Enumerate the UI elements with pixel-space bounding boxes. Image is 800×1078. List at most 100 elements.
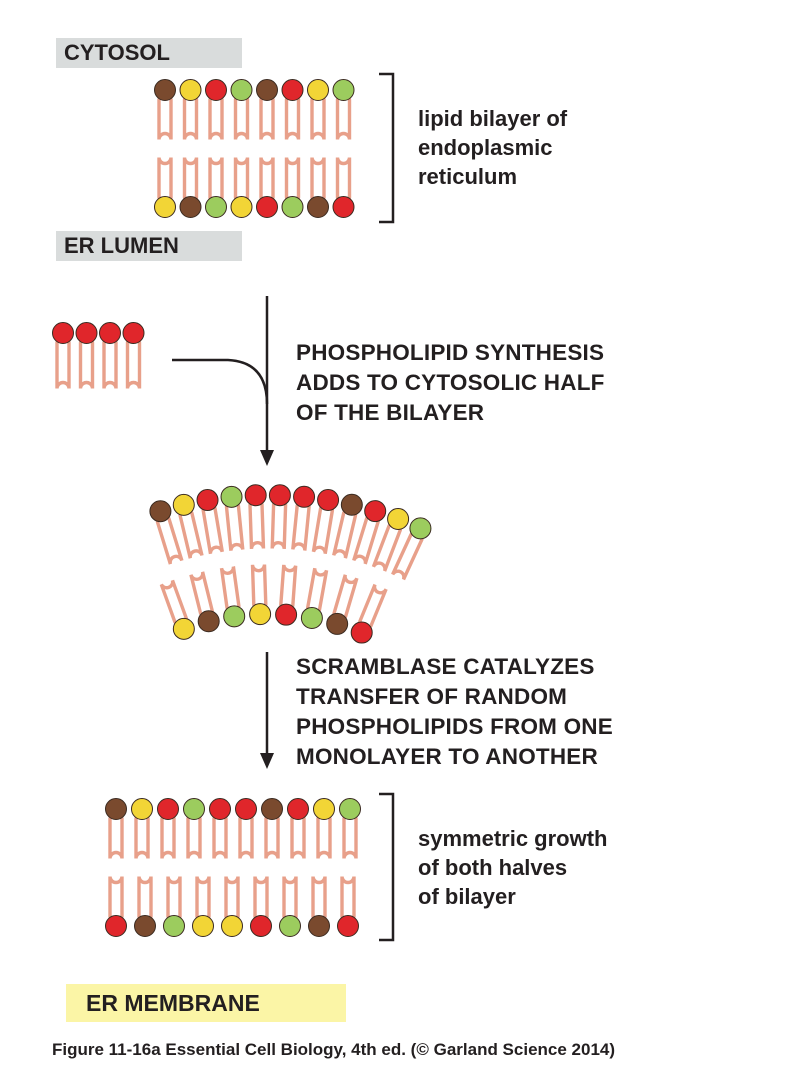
lipid-tail [224,504,245,551]
lipid-tail [157,157,173,200]
lipid-tail [224,876,240,919]
lipid-tail [284,97,301,140]
lipid-tail [310,157,326,200]
lipid-head [308,915,330,937]
lipid-head [134,915,156,937]
lipid-tail [55,340,71,389]
lipid-heads-layer [52,79,432,937]
bottom-bilayer-description: symmetric growth of both halves of bilay… [418,824,608,911]
lipid-tail [182,97,199,140]
lipid-tail [186,816,202,859]
lipid-head [52,322,74,344]
lipid-head [268,484,291,507]
bracket [379,72,395,224]
lipid-head [209,798,231,820]
lipid-tail [125,340,142,389]
lipid-tail [78,340,95,389]
lipid-head [313,798,335,820]
lipid-head [179,196,202,218]
lipid-tail [310,97,326,140]
lipid-tail [248,502,266,550]
lipid-head [196,489,219,512]
lipid-tail [250,564,268,607]
lipid-head [281,196,304,218]
lipid-head [337,915,359,937]
figure-caption: Figure 11-16a Essential Cell Biology, 4t… [52,1040,616,1059]
lipid-tail [157,97,173,140]
merge-curve [172,358,269,405]
lipid-head [105,915,127,937]
lipid-head [317,488,340,511]
lipid-tail [332,510,358,559]
lipid-tail [134,816,150,859]
lipid-tail [311,876,327,919]
lipid-head [197,610,220,633]
top-bilayer-description: lipid bilayer of endoplasmic reticulum [418,104,567,191]
lipid-head [205,196,227,218]
lipid-tail [259,97,275,140]
lipid-tail [233,97,250,140]
lipid-head [350,621,373,644]
lipid-head [249,603,272,626]
lipid-head [172,617,195,640]
desc-line: symmetric growth [418,826,608,851]
lipid-tail [219,566,241,610]
lipid-head [192,915,214,937]
lipid-head [163,915,185,937]
arrow-head [260,753,274,769]
desc-line: lipid bilayer of [418,106,568,131]
lipid-tail [137,876,153,919]
lipid-head [364,500,387,523]
lipid-tail [352,516,380,565]
lipid-head [220,485,243,508]
lipid-head [332,196,355,218]
lipid-tail [284,157,301,200]
lipid-head [256,79,278,101]
lipid-tail [279,564,298,608]
lipid-tail [282,876,298,919]
lipid-head [275,603,298,626]
bracket [379,792,395,942]
lipid-head [340,493,363,516]
lipid-head [261,798,283,820]
lipid-tail [166,876,182,919]
lipid-tail [290,816,306,859]
step-line: OF THE BILAYER [296,400,485,425]
lipid-head [154,79,176,101]
arrows-and-brackets-layer [172,72,395,942]
er-membrane-label: ER MEMBRANE [66,984,346,1022]
lipid-head [154,196,176,218]
lipid-head [307,79,329,101]
lipid-head [387,507,410,530]
lipid-tail [358,583,388,628]
lipid-head [300,606,323,629]
lipid-tail [212,816,228,859]
lipid-tail [253,876,269,919]
lipid-tail [306,567,329,612]
lipid-head [172,493,195,516]
desc-line: endoplasmic [418,135,553,160]
lipid-tail [311,506,335,554]
lipid-tail [264,816,280,859]
lipid-head [326,612,349,635]
lipid-head [183,798,205,820]
scramblase-step-text: SCRAMBLASE CATALYZES TRANSFER OF RANDOM … [296,652,613,772]
desc-line: of bilayer [418,884,516,909]
desc-line: of both halves [418,855,568,880]
lipid-head [244,484,267,507]
lipid-tail [391,532,424,581]
lipid-head [99,322,121,344]
lipid-tail [195,876,211,919]
lipid-tail [340,876,356,919]
lipid-tail [259,157,275,200]
lipid-head [307,196,329,218]
lipid-tail [270,502,288,550]
lipid-tails-layer [55,97,424,919]
lipid-tail [201,506,224,555]
step-line: SCRAMBLASE CATALYZES [296,654,595,679]
lipid-tail [208,97,224,140]
lipid-tail [160,816,176,859]
lipid-head [179,79,202,101]
lipid-tail [108,816,124,859]
